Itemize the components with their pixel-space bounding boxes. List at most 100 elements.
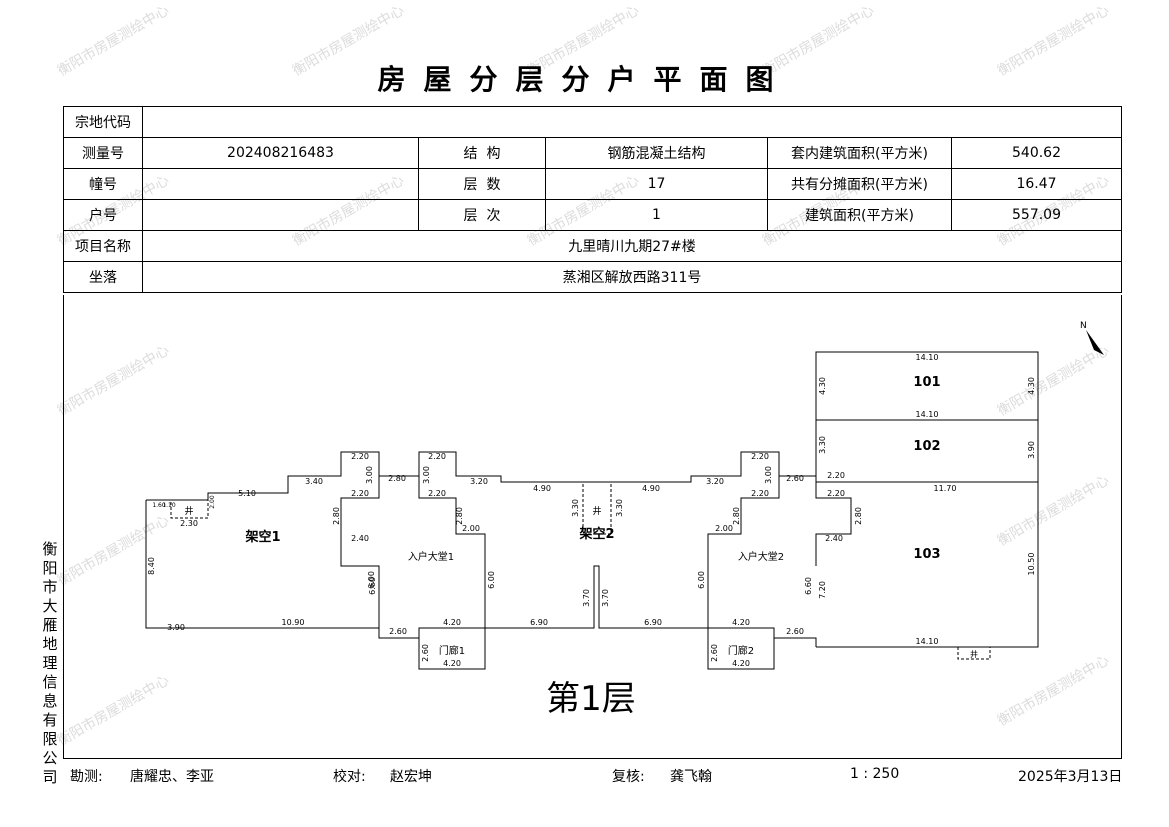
dim-label: 2.40 [825, 534, 843, 543]
dim-label: 3.40 [305, 477, 323, 486]
dim-label: 3.00 [422, 466, 431, 484]
dim-label: 4.30 [1027, 377, 1036, 395]
dim-label: 6.00 [487, 571, 496, 589]
floor-plan-drawing: N 101 102 103 架空1 架空2 入户大堂1 入户大堂2 门廊1 门廊… [145, 321, 1104, 719]
dim-label: 2.60 [786, 474, 804, 483]
north-arrow: N [1080, 321, 1104, 355]
dim-label: 3.90 [1027, 441, 1036, 459]
dim-label: 14.10 [916, 353, 939, 362]
floor-label: 第1层 [546, 679, 636, 719]
dim-label: 6.60 [804, 577, 813, 595]
room-103-label: 103 [913, 547, 940, 562]
dim-label: 2.20 [428, 489, 446, 498]
taonei-label: 套内建筑面积(平方米) [767, 137, 952, 169]
room-101-label: 101 [913, 375, 940, 390]
dim-label: 4.20 [732, 618, 750, 627]
company-side-text: 衡阳市大雁地理信息有限公司 [42, 540, 58, 786]
dim-label: 3.90 [167, 623, 185, 632]
dim-label: 3.00 [365, 466, 374, 484]
zhuang-value [142, 168, 419, 200]
lobby2-walls [707, 476, 852, 628]
dim-label: 4.20 [732, 659, 750, 668]
dim-label: 3.20 [706, 477, 724, 486]
cengshu-value: 17 [545, 168, 768, 200]
jiaodui-label: 校对: [333, 769, 366, 785]
menlang1-label: 门廊1 [439, 644, 465, 657]
jianzhu-label: 建筑面积(平方米) [767, 199, 952, 231]
fuhe-value: 龚飞翰 [670, 769, 712, 785]
dim-label: 2.80 [455, 507, 464, 525]
dim-label: 4.30 [818, 377, 827, 395]
info-table: 宗地代码 测量号 202408216483 结 构 钢筋混凝土结构 套内建筑面积… [63, 106, 1122, 293]
page-title: 房屋分层分户平面图 [377, 63, 792, 96]
dim-label: 2.20 [751, 452, 769, 461]
kance-value: 唐耀忠、李亚 [130, 769, 214, 785]
north-arrow-label: N [1080, 321, 1087, 331]
dim-label: 2.40 [351, 534, 369, 543]
jiakong1-label: 架空1 [244, 529, 280, 545]
dim-label: 2.00 [715, 524, 733, 533]
menlang2-outline [707, 627, 775, 670]
jiaodui-value: 赵宏坤 [390, 769, 432, 785]
floor-plan-frame: N 101 102 103 架空1 架空2 入户大堂1 入户大堂2 门廊1 门廊… [63, 295, 1122, 759]
menlang1-outline [418, 627, 486, 670]
dim-label: 11.70 [934, 484, 957, 493]
well-label: 井 [184, 505, 193, 517]
well-label: 井 [970, 649, 978, 659]
zhuang-label: 幢号 [63, 168, 143, 200]
dim-label: 4.90 [533, 484, 551, 493]
gongyou-value: 16.47 [951, 168, 1122, 200]
hu-value [142, 199, 419, 231]
dim-label: 8.40 [147, 557, 156, 575]
fuhe-label: 复核: [612, 769, 645, 785]
zuoluo-label: 坐落 [63, 261, 143, 293]
dim-label: 6.00 [697, 571, 706, 589]
dim-label: 2.60 [786, 627, 804, 636]
dim-label: 2.00 [462, 524, 480, 533]
celiang-value: 202408216483 [142, 137, 419, 169]
dim-label: 3.30 [818, 436, 827, 454]
zuoluo-value: 蒸湘区解放西路311号 [142, 261, 1122, 293]
well-left-outline [170, 499, 209, 519]
dim-label: 6.90 [530, 618, 548, 627]
dating1-label: 入户大堂1 [408, 550, 454, 563]
well-label: 井 [592, 505, 601, 517]
date-text: 2025年3月13日 [1018, 769, 1123, 785]
dim-label: 3.30 [571, 499, 580, 517]
dim-label: 1.10 [162, 502, 176, 509]
dim-label: 4.20 [443, 618, 461, 627]
dim-label: 2.20 [351, 452, 369, 461]
dim-label: 3.70 [601, 589, 610, 607]
well-right-outline [957, 646, 991, 660]
dim-label: 6.60 [368, 577, 377, 595]
dim-label: 2.80 [388, 474, 406, 483]
zongdi-label: 宗地代码 [63, 106, 143, 138]
cengshu-label: 层 数 [418, 168, 546, 200]
dim-label: 2.20 [827, 471, 845, 480]
jiegou-value: 钢筋混凝土结构 [545, 137, 768, 169]
dim-label: 5.10 [238, 489, 256, 498]
jianzhu-value: 557.09 [951, 199, 1122, 231]
dim-label: 2.80 [732, 507, 741, 525]
dim-label: 4.90 [642, 484, 660, 493]
gongyou-label: 共有分摊面积(平方米) [767, 168, 952, 200]
north-outline [146, 451, 816, 501]
kance-label: 勘测: [70, 769, 103, 785]
dim-label: 14.10 [916, 410, 939, 419]
dim-label: 3.20 [470, 477, 488, 486]
dim-label: 6.90 [644, 618, 662, 627]
dim-label: 14.10 [916, 637, 939, 646]
dating2-label: 入户大堂2 [738, 550, 784, 563]
jiakong2-label: 架空2 [578, 526, 614, 542]
dim-label: 10.90 [282, 618, 305, 627]
dim-label: 3.70 [582, 589, 591, 607]
hu-label: 户号 [63, 199, 143, 231]
dim-label: 1.60 [152, 502, 166, 509]
dim-label: 3.00 [764, 466, 773, 484]
dim-label: 2.00 [209, 495, 216, 509]
dim-label: 4.20 [443, 659, 461, 668]
dim-label: 2.30 [180, 519, 198, 528]
dim-label: 3.30 [615, 499, 624, 517]
xiangmu-value: 九里晴川九期27#楼 [142, 230, 1122, 262]
dim-label: 2.60 [421, 644, 430, 662]
